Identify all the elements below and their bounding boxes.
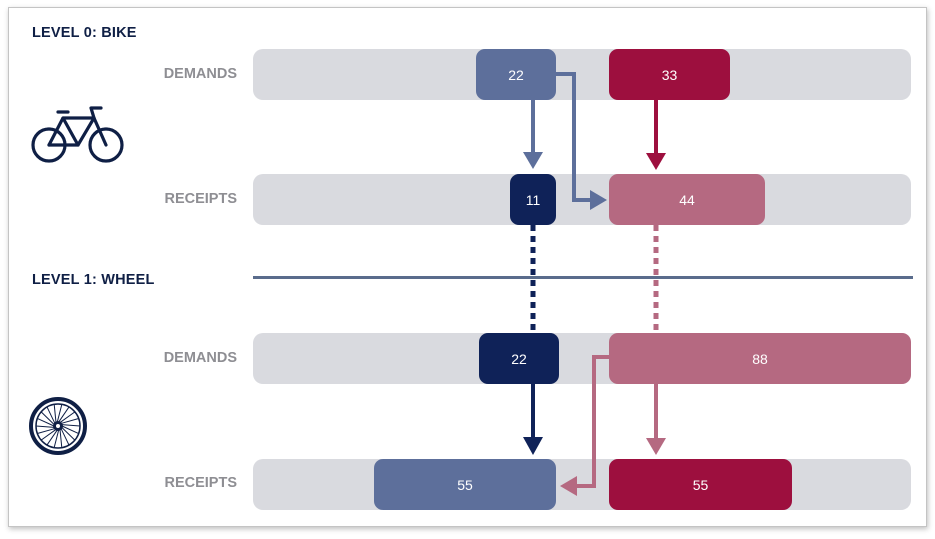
level-1-receipts-blue-box: 55 [374,459,556,510]
level-0-receipts-blue-box: 11 [510,174,556,225]
level-1-title: LEVEL 1: WHEEL [32,272,155,288]
level-0-receipts-label: RECEIPTS [164,191,237,207]
wheel-icon [29,397,87,455]
arrow-l0-demand-to-receipt-blue [523,100,543,169]
arrow-l1-red-demand-to-receipt [646,384,666,455]
level-1-demands-red-box: 88 [609,333,911,384]
arrow-l0-red-demand-to-receipt [646,100,666,170]
level-1-demands-blue-box: 22 [479,333,559,384]
level-1-demands-label: DEMANDS [163,350,237,366]
level-0-demands-blue-box: 22 [476,49,556,100]
bicycle-icon [31,106,124,163]
level-0-demands-track [253,49,911,100]
level-1-receipts-label: RECEIPTS [164,475,237,491]
arrow-l1-red-to-blue-receipt [560,355,609,496]
level-0-demands-label: DEMANDS [163,66,237,82]
level-0-title: LEVEL 0: BIKE [32,25,137,41]
arrow-l0-blue-to-red-receipt [556,72,607,210]
level-divider [253,276,913,279]
arrow-l1-demand-to-receipt-blue [523,368,543,455]
level-1-receipts-red-box: 55 [609,459,792,510]
level-0-receipts-red-box: 44 [609,174,765,225]
level-0-demands-red-box: 33 [609,49,730,100]
